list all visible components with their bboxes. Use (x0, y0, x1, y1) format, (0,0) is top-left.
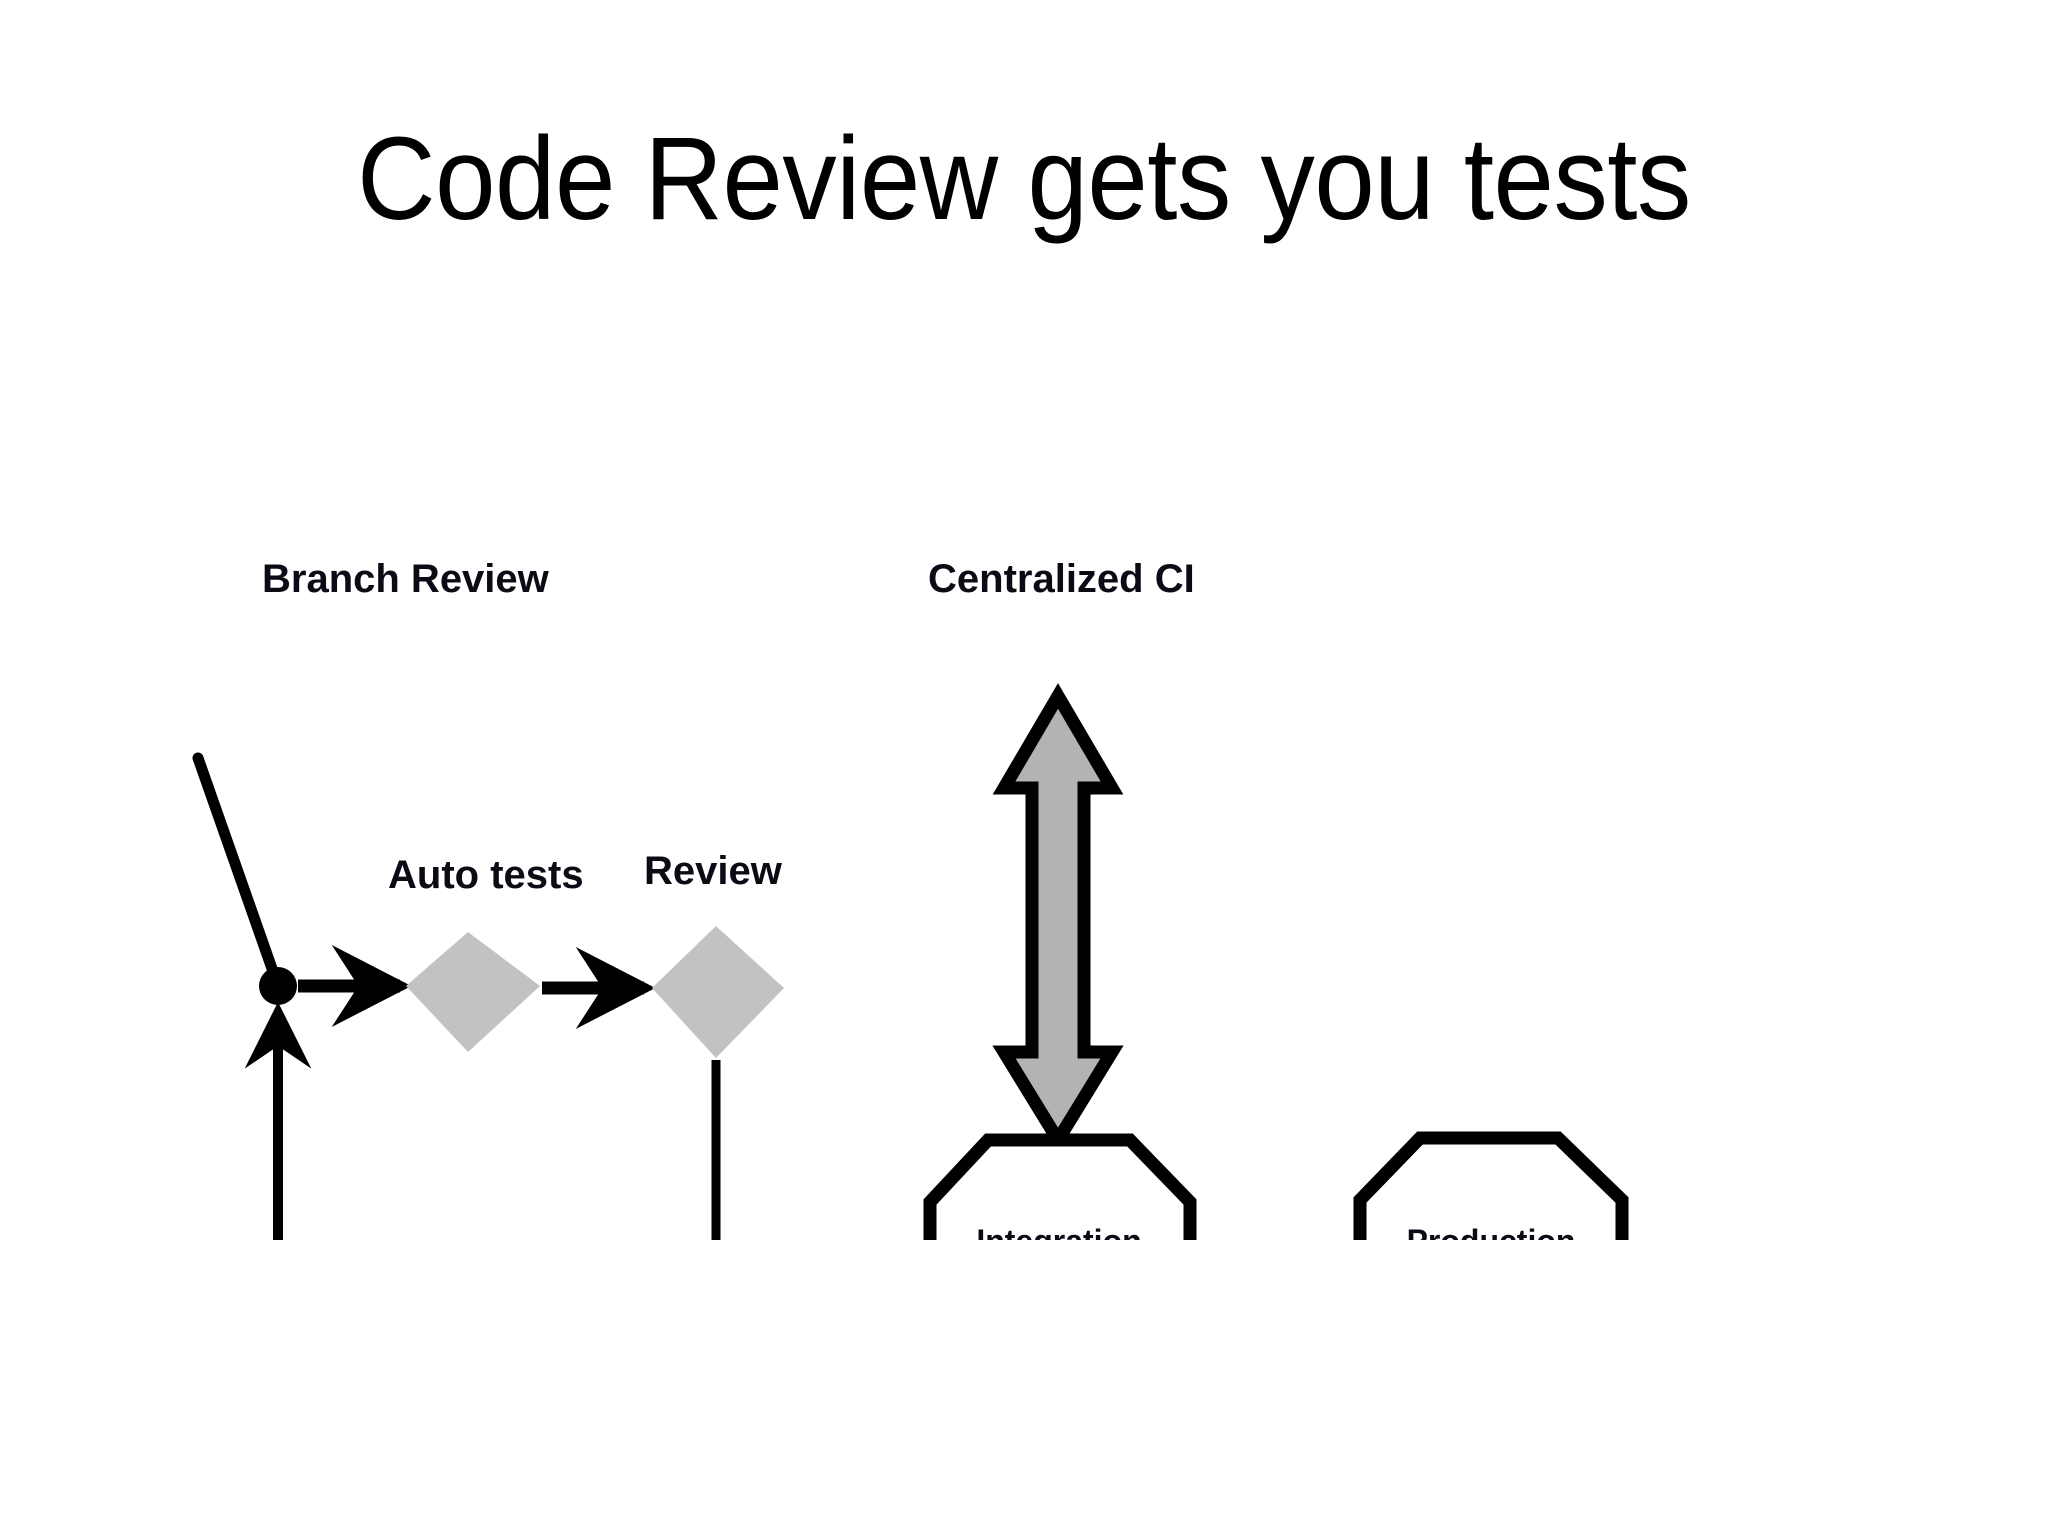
diagram-svg: Branch Review Centralized CI Auto tests … (192, 557, 1629, 1240)
branch-review-heading: Branch Review (262, 557, 550, 601)
pipeline-diagram: Branch Review Centralized CI Auto tests … (150, 440, 1950, 1240)
production-service-label-line1: Production (1407, 1223, 1576, 1240)
review-label: Review (644, 849, 783, 893)
ci-upper-double-arrow (992, 683, 1124, 1153)
auto-tests-gate-diamond[interactable] (406, 932, 540, 1052)
page-title: Code Review gets you tests (357, 113, 1691, 245)
centralized-ci-heading: Centralized CI (928, 557, 1195, 601)
production-service-node[interactable] (1353, 1131, 1629, 1240)
branch-point-node (259, 967, 297, 1005)
branch-diagonal-line (192, 752, 282, 986)
review-gate-diamond[interactable] (652, 926, 784, 1058)
integration-test-env-node[interactable] (923, 1133, 1197, 1240)
integration-test-env-label-line1: Integration (976, 1223, 1141, 1240)
auto-tests-label: Auto tests (388, 853, 584, 897)
